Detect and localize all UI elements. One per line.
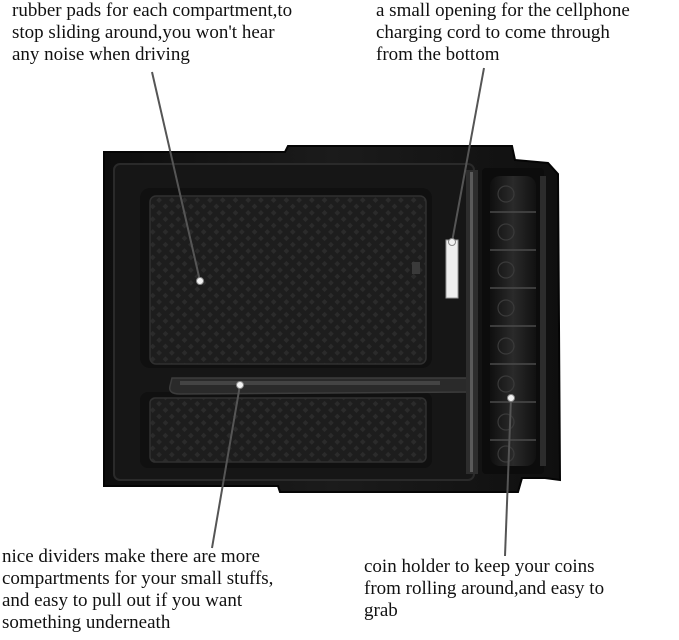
dot-rubber-pads <box>196 277 204 285</box>
rubber-pad-lower <box>140 392 432 468</box>
leader-coin-holder <box>504 397 512 557</box>
caption-coin-holder: coin holder to keep your coins from roll… <box>364 556 605 621</box>
dot-dividers <box>236 381 244 389</box>
leader-dividers <box>211 384 241 549</box>
dot-cord-opening <box>448 238 456 246</box>
caption-dividers: nice dividers make there are more compar… <box>2 546 274 633</box>
leader-lines <box>151 67 512 557</box>
partition-wall <box>466 170 478 474</box>
cord-opening <box>445 239 459 299</box>
leader-dots <box>196 238 515 402</box>
leader-cord-opening <box>451 67 485 243</box>
caption-rubber-pads: rubber pads for each compartment,to stop… <box>12 0 293 65</box>
rubber-pad-upper <box>140 188 432 368</box>
coin-holder <box>482 168 546 474</box>
divider-bar <box>168 377 471 395</box>
leader-rubber-pads <box>151 71 201 282</box>
caption-cord-opening: a small opening for the cellphone chargi… <box>376 0 630 65</box>
dot-coin-holder <box>507 394 515 402</box>
